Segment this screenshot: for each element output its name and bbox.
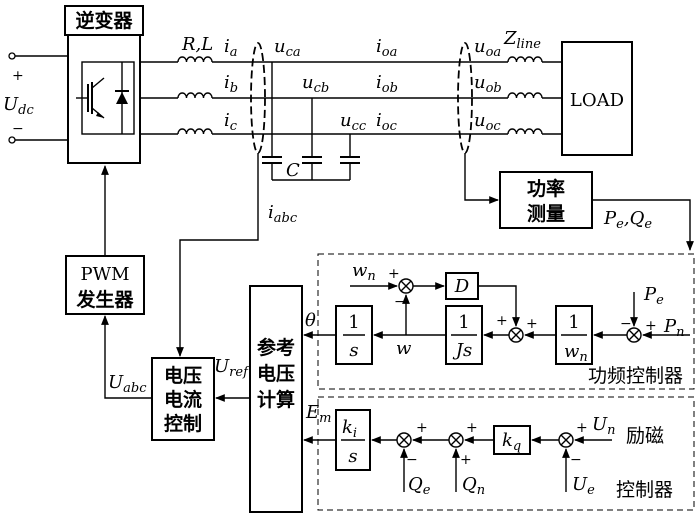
sum-voltage-plus: + bbox=[576, 420, 588, 436]
ref-line1: 参考 bbox=[257, 336, 295, 359]
iabc-feedback-arrow bbox=[176, 153, 259, 357]
sum-torque-plus2: + bbox=[526, 316, 538, 332]
uabc-label: Uabc bbox=[108, 372, 147, 396]
filter-capacitor-icon bbox=[262, 62, 360, 181]
un-input-label: Un bbox=[592, 414, 616, 438]
zline-label: Zline bbox=[503, 28, 541, 52]
inv-wn-den: wn bbox=[564, 341, 588, 365]
load-label: LOAD bbox=[570, 90, 624, 111]
inverter-title-box bbox=[64, 5, 144, 36]
uref-label: Uref bbox=[214, 356, 250, 380]
power-measurement-block bbox=[499, 171, 593, 229]
ki-num: ki bbox=[342, 417, 357, 441]
vc-line1: 电压 bbox=[164, 364, 202, 387]
inertia-num: 1 bbox=[458, 312, 469, 333]
ia-label: ia bbox=[224, 36, 238, 60]
pwm-line2: 发生器 bbox=[75, 288, 134, 311]
excitation-controller-frame bbox=[317, 396, 695, 511]
pe-input-label: Pe bbox=[643, 284, 664, 308]
inductor-icon bbox=[177, 56, 213, 135]
vc-line3: 控制 bbox=[164, 412, 202, 435]
kq-label: kq bbox=[502, 430, 521, 454]
qn-input-label: Qn bbox=[462, 474, 485, 498]
w-label: w bbox=[396, 338, 412, 359]
power-frequency-controller-frame bbox=[317, 253, 695, 390]
dc-source bbox=[8, 52, 68, 144]
current-sensor-ring-1 bbox=[250, 42, 266, 154]
ki-den: s bbox=[348, 446, 357, 467]
damping-block bbox=[445, 272, 479, 300]
voltage-current-control-block bbox=[151, 357, 215, 441]
iob-label: iob bbox=[376, 72, 398, 96]
ue-input-label: Ue bbox=[572, 474, 595, 498]
qe-input-label: Qe bbox=[408, 474, 431, 498]
pm-output-arrow bbox=[592, 199, 694, 251]
iabc-label: iabc bbox=[268, 202, 298, 226]
inverter-block bbox=[67, 34, 141, 164]
ex-controller-line1: 励磁 bbox=[626, 425, 664, 447]
power-measurement-line1: 功率 bbox=[527, 177, 565, 200]
ref-line2: 电压 bbox=[257, 362, 295, 385]
sum-qn-plus2: + bbox=[460, 452, 472, 468]
pwm-line1: PWM bbox=[80, 264, 129, 285]
d-to-sum-arrow bbox=[478, 285, 520, 327]
pwm-generator-block bbox=[65, 255, 145, 315]
damping-label: D bbox=[454, 276, 470, 297]
sum-omega-plus: + bbox=[388, 266, 400, 282]
wn-label: wn bbox=[352, 260, 376, 284]
inverter-title: 逆变器 bbox=[75, 9, 133, 32]
pn-input-label: Pn bbox=[663, 316, 685, 340]
sum-omega-minus: − bbox=[394, 294, 406, 310]
reference-voltage-block bbox=[249, 285, 303, 513]
ucb-label: ucb bbox=[302, 72, 329, 96]
ioc-label: ioc bbox=[376, 110, 398, 134]
load-block bbox=[561, 41, 633, 156]
uoa-label: uoa bbox=[474, 36, 501, 60]
uob-label: uob bbox=[474, 72, 502, 96]
uca-label: uca bbox=[274, 36, 301, 60]
inertia-den: Js bbox=[452, 340, 472, 361]
ucc-label: ucc bbox=[340, 110, 367, 134]
udc-label: Udc bbox=[3, 94, 34, 118]
rl-label: R,L bbox=[181, 34, 213, 55]
sum-qe-plus: + bbox=[416, 420, 428, 436]
sum-qn-plus1: + bbox=[466, 420, 478, 436]
ex-controller-line2: 控制器 bbox=[616, 479, 673, 501]
ib-label: ib bbox=[224, 72, 238, 96]
integrator-den: s bbox=[349, 340, 358, 361]
current-sensor-ring-2 bbox=[457, 42, 473, 154]
theta-label: θ bbox=[305, 310, 316, 331]
udc-minus-sign: − bbox=[12, 121, 24, 137]
pe-qe-label: Pe,Qe bbox=[603, 208, 652, 232]
uoc-label: uoc bbox=[474, 110, 501, 134]
udc-plus-sign: + bbox=[12, 68, 24, 84]
kq-gain-block bbox=[493, 425, 531, 455]
inv-wn-num: 1 bbox=[568, 312, 579, 333]
sum-torque-plus1: + bbox=[496, 313, 508, 329]
integrator-num: 1 bbox=[348, 312, 359, 333]
pm-input-arrow bbox=[464, 153, 499, 204]
uabc-arrow bbox=[101, 315, 152, 399]
sum-power-minus: − bbox=[620, 316, 632, 332]
ic-label: ic bbox=[224, 110, 238, 134]
ioa-label: ioa bbox=[376, 36, 397, 60]
sum-voltage-minus: − bbox=[570, 452, 582, 468]
sum-power-plus: + bbox=[645, 318, 657, 334]
capacitor-label: C bbox=[286, 160, 300, 181]
line-impedance-icon bbox=[507, 56, 543, 135]
pf-controller-label: 功频控制器 bbox=[588, 365, 683, 387]
ref-line3: 计算 bbox=[257, 388, 295, 411]
vc-line2: 电流 bbox=[164, 388, 202, 411]
igbt-icon bbox=[76, 61, 135, 135]
em-label: Em bbox=[305, 402, 331, 426]
power-measurement-line2: 测量 bbox=[527, 203, 565, 225]
phase-lines bbox=[140, 61, 562, 135]
sum-qe-minus: − bbox=[406, 452, 418, 468]
